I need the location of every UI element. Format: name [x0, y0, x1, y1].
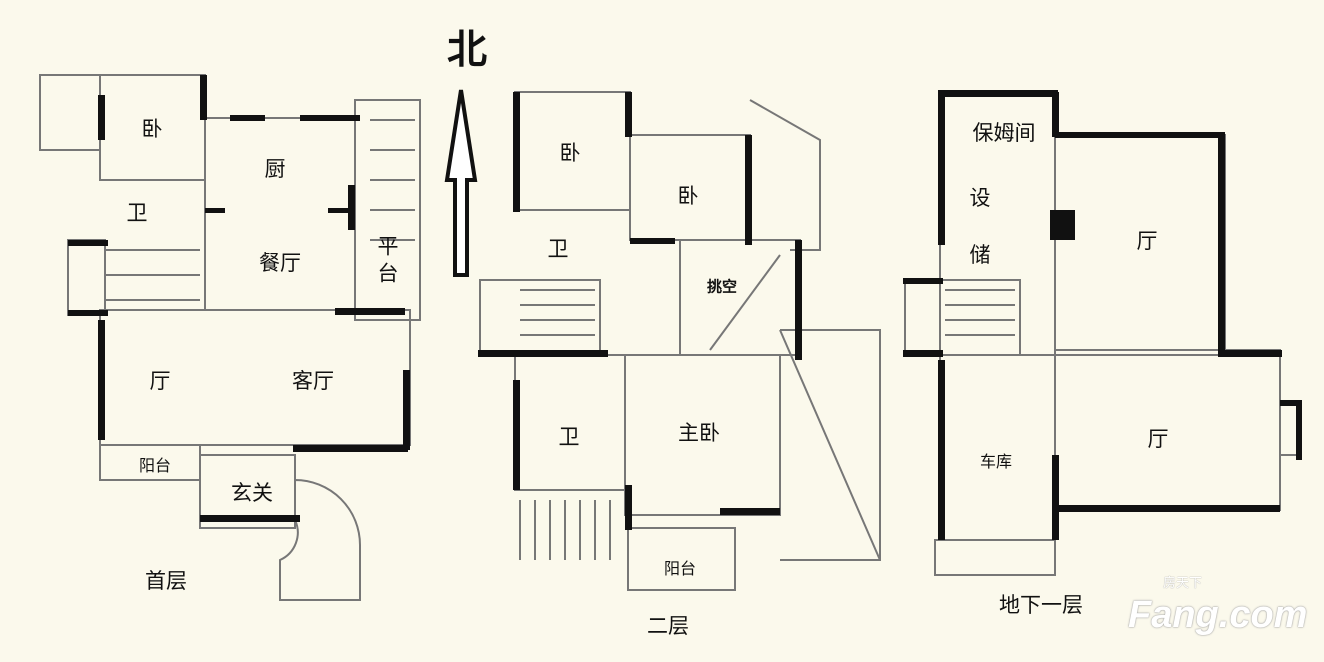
room-label-hall: 厅 — [1147, 427, 1169, 451]
thick-walls — [68, 75, 1302, 540]
room-label-dining: 餐厅 — [259, 251, 301, 275]
room-label-hall: 厅 — [149, 369, 171, 393]
floor-title-ground: 首层 — [145, 569, 187, 593]
north-label: 北 — [447, 26, 487, 73]
room-label-garage: 车库 — [979, 452, 1013, 471]
room-label-nanny-room: 保姆间 — [972, 121, 1036, 145]
floor-title-basement: 地下一层 — [999, 593, 1083, 617]
room-label-bedroom: 卧 — [677, 184, 699, 208]
room-label-equipment: 设 — [969, 186, 991, 210]
room-label-bathroom: 卫 — [558, 425, 580, 449]
watermark-logo: Fang.com — [1128, 594, 1308, 636]
room-label-terrace: 平台 — [375, 235, 399, 289]
room-label-balcony: 阳台 — [138, 456, 172, 475]
room-label-hall: 厅 — [1136, 229, 1158, 253]
north-arrow-icon — [444, 89, 478, 277]
room-label-bathroom: 卫 — [547, 237, 569, 261]
room-label-bedroom: 卧 — [141, 117, 163, 141]
watermark-chinese: 房天下 — [1163, 576, 1203, 591]
room-label-bathroom: 卫 — [126, 201, 148, 225]
room-label-master-bedroom: 主卧 — [678, 421, 720, 445]
room-label-living: 客厅 — [292, 369, 334, 393]
floor-title-second: 二层 — [647, 614, 689, 638]
room-label-balcony: 阳台 — [663, 559, 697, 578]
room-label-bedroom: 卧 — [559, 141, 581, 165]
room-label-foyer: 玄关 — [231, 481, 273, 505]
room-label-void: 挑空 — [706, 277, 738, 296]
room-label-kitchen: 厨 — [264, 157, 286, 181]
room-label-storage: 储 — [969, 243, 991, 267]
